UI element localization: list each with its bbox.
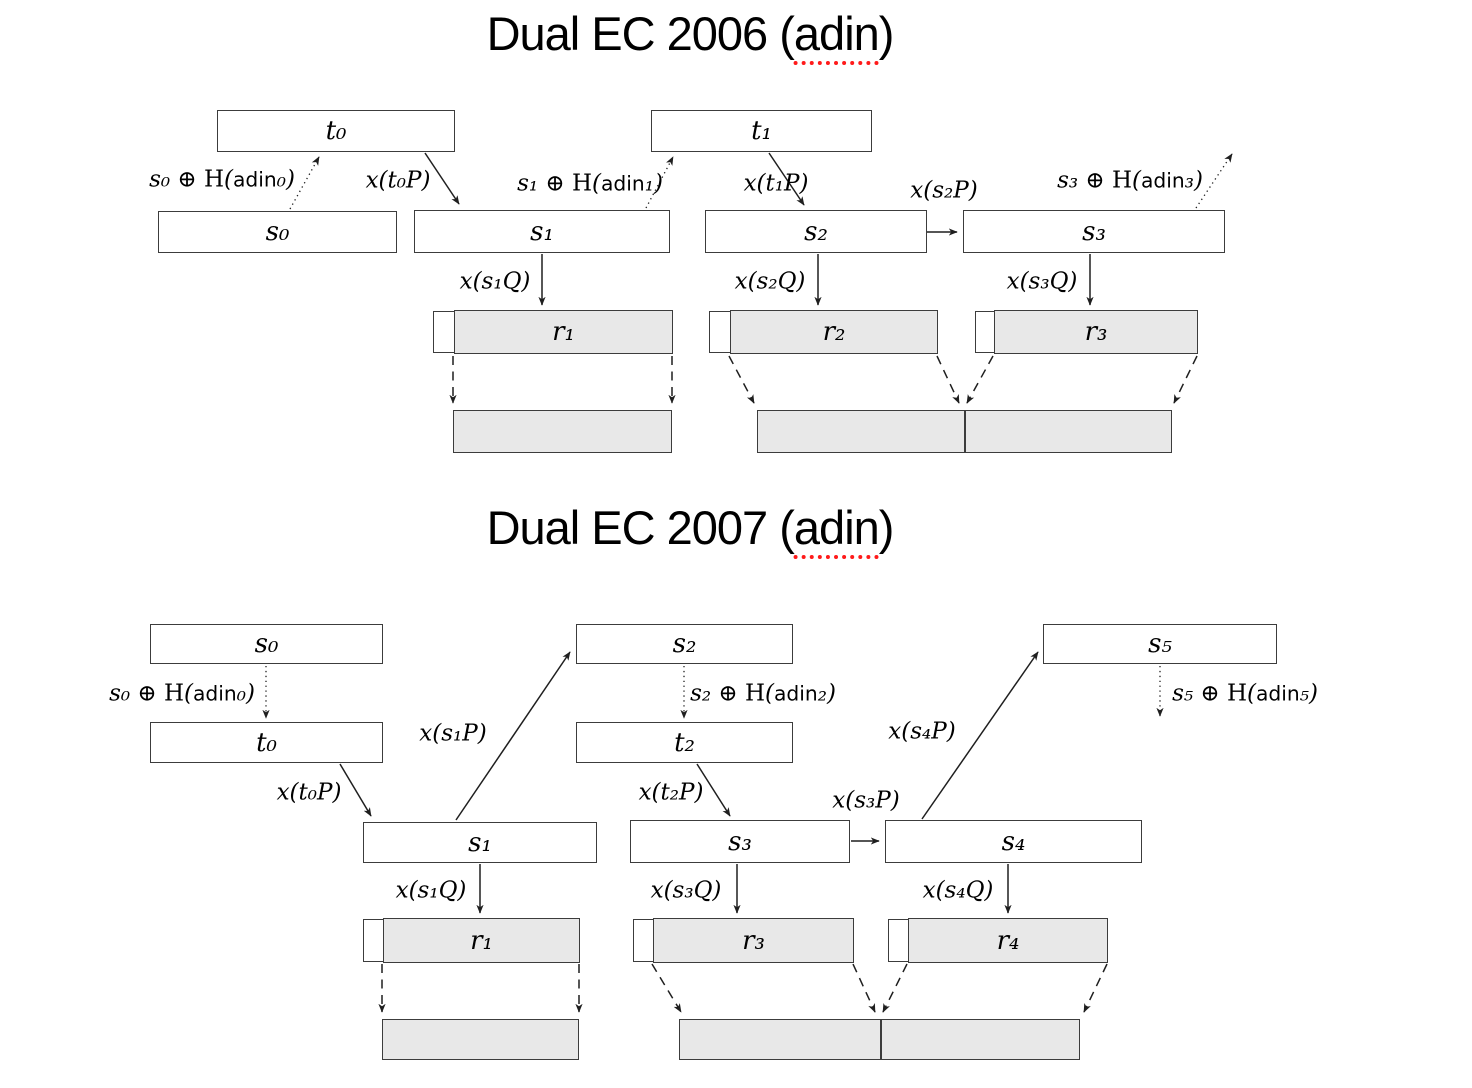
box-label-2006-t1: t₁ [751, 116, 772, 146]
edge-label-2007-x-s1P: x(s₁P) [419, 720, 487, 747]
edge-label-2006-x-t0P: x(t₀P) [365, 167, 431, 194]
box-2006-out2 [757, 410, 1172, 453]
box-label-2007-s1: s₁ [468, 827, 492, 858]
box-label-2007-s0: s₀ [254, 629, 279, 659]
box-2007-s1: s₁ [363, 822, 597, 863]
box-2007-r3: r₃ [633, 918, 854, 963]
edge-label-2007-x-t0P: x(t₀P) [276, 779, 342, 806]
output-bits-region-2007-r4: r₄ [908, 918, 1108, 963]
box-2007-t0: t₀ [150, 722, 383, 763]
box-label-2007-r4: r₄ [996, 925, 1020, 956]
box-label-2007-r3: r₃ [742, 925, 765, 956]
box-label-2006-t0: t₀ [325, 116, 347, 146]
title-dual-ec-2007: Dual EC 2007 (adin) [486, 500, 895, 559]
edge-label-2007-xor-adin2: s₂ ⊕ H(adin₂) [690, 680, 836, 707]
title-2006-text-after: ) [878, 7, 895, 60]
edge-label-2007-xor-adin0: s₀ ⊕ H(adin₀) [109, 680, 255, 707]
output-bits-region-2006-r1: r₁ [454, 310, 673, 354]
edge-label-2006-x-s3Q: x(s₃Q) [1006, 268, 1078, 295]
box-2006-s1: s₁ [414, 210, 670, 253]
output-bits-region-2006-r3: r₃ [994, 310, 1198, 354]
title-dual-ec-2006: Dual EC 2006 (adin) [486, 6, 895, 65]
edge-label-2007-x-s4P: x(s₄P) [888, 718, 956, 745]
edge-label-2006-x-s1Q: x(s₁Q) [459, 268, 531, 295]
box-2007-s4: s₄ [885, 820, 1142, 863]
edge-label-2007-xor-adin5: s₅ ⊕ H(adin₅) [1172, 680, 1318, 707]
arrow-2007-r4-out2-m-dashed [882, 963, 908, 1013]
edge-label-2006-xor-adin0: s₀ ⊕ H(adin₀) [149, 166, 295, 193]
output-bits-region-2007-r1: r₁ [383, 918, 580, 963]
box-label-2007-s3: s₃ [728, 826, 752, 857]
box-2006-r1: r₁ [433, 310, 673, 354]
box-2006-out1 [453, 410, 672, 453]
arrow-2006-r3-out2-r-dashed [1173, 355, 1198, 404]
output-divider-2006-out2 [964, 411, 966, 452]
arrow-2006-r2-out2-l-dashed [728, 355, 755, 404]
box-2007-s3: s₃ [630, 820, 850, 863]
edge-label-2007-x-t2P: x(t₂P) [638, 779, 704, 806]
edge-label-2006-x-s2Q: x(s₂Q) [734, 268, 806, 295]
box-label-2006-s3: s₃ [1082, 216, 1106, 247]
output-bits-region-2006-r2: r₂ [730, 310, 938, 354]
edge-label-2007-x-s4Q: x(s₄Q) [922, 877, 994, 904]
box-2006-s2: s₂ [705, 210, 927, 253]
edge-label-2006-x-t1P: x(t₁P) [743, 170, 809, 197]
edge-label-2007-x-s1Q: x(s₁Q) [395, 877, 467, 904]
misspelled-word-adin-2006: adin [793, 7, 880, 65]
box-2006-s0: s₀ [158, 211, 397, 253]
edge-label-2006-xor-adin1: s₁ ⊕ H(adin₁) [517, 170, 663, 197]
box-label-2006-s2: s₂ [804, 216, 828, 247]
box-2007-s0: s₀ [150, 624, 383, 664]
edge-label-2006-xor-adin3: s₃ ⊕ H(adin₃) [1057, 167, 1203, 194]
box-2007-out1 [382, 1019, 579, 1060]
box-2007-r1: r₁ [363, 918, 580, 963]
box-label-2006-r3: r₃ [1084, 317, 1108, 347]
edge-label-2007-x-s3Q: x(s₃Q) [650, 877, 722, 904]
arrow-2007-r3-out2-l-dashed [651, 963, 682, 1013]
box-2006-r2: r₂ [709, 310, 938, 354]
box-label-2007-s4: s₄ [1001, 826, 1026, 857]
output-divider-2007-out2 [880, 1020, 882, 1059]
arrow-2007-r4-out2-r-dashed [1083, 963, 1108, 1013]
arrow-2006-r2-out2-m-dashed [936, 355, 960, 404]
box-label-2007-s5: s₅ [1148, 629, 1172, 659]
box-2006-r3: r₃ [975, 310, 1198, 354]
title-2007-text-after: ) [878, 501, 895, 554]
box-2006-s3: s₃ [963, 210, 1225, 253]
title-2006-text-before: Dual EC 2006 ( [486, 7, 795, 60]
box-label-2006-s1: s₁ [530, 216, 554, 247]
box-2007-out2 [679, 1019, 1080, 1060]
box-2007-s5: s₅ [1043, 624, 1277, 664]
misspelled-word-adin-2007: adin [793, 501, 880, 559]
box-label-2007-s2: s₂ [672, 629, 697, 659]
box-label-2006-r2: r₂ [822, 317, 846, 347]
arrow-2006-r3-out2-m-dashed [966, 355, 994, 404]
box-2007-t2: t₂ [576, 722, 793, 763]
box-label-2007-t0: t₀ [256, 727, 277, 758]
box-label-2006-s0: s₀ [265, 217, 290, 247]
output-bits-region-2007-r3: r₃ [653, 918, 854, 963]
box-label-2006-r1: r₁ [552, 317, 575, 347]
edge-label-2007-x-s3P: x(s₃P) [832, 787, 900, 814]
box-label-2007-r1: r₁ [470, 925, 493, 956]
box-2006-t0: t₀ [217, 110, 455, 152]
edge-label-2006-x-s2P: x(s₂P) [910, 177, 978, 204]
box-label-2007-t2: t₂ [674, 727, 695, 758]
arrow-2007-r3-out2-m-dashed [852, 963, 876, 1013]
title-2007-text-before: Dual EC 2007 ( [486, 501, 795, 554]
box-2007-s2: s₂ [576, 624, 793, 664]
box-2006-t1: t₁ [651, 110, 872, 152]
arrow-2007-t0-s1-solid [339, 763, 372, 817]
box-2007-r4: r₄ [888, 918, 1108, 963]
